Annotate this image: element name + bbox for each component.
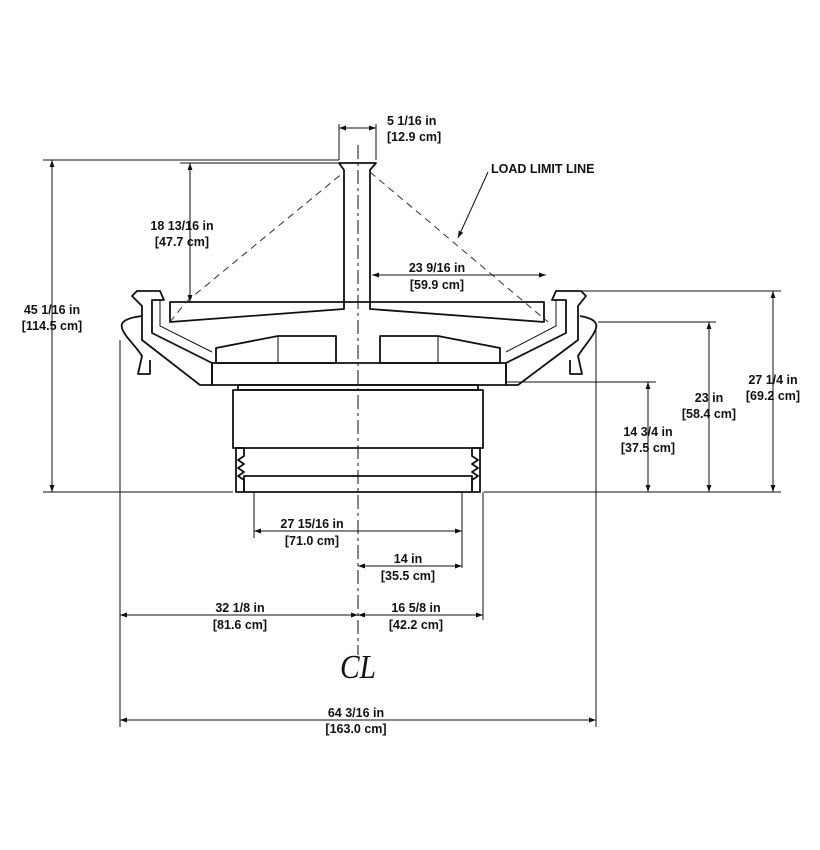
main-drum	[232, 389, 484, 449]
turntable-body	[120, 162, 598, 493]
overall-width-in: 64 3/16 in	[328, 706, 384, 720]
right-reach-in: 16 5/8 in	[391, 601, 440, 615]
left-latch	[120, 315, 151, 375]
base-height-in: 14 3/4 in	[623, 425, 672, 439]
load-limit-callout: LOAD LIMIT LINE	[491, 162, 594, 176]
load-height-cm: [47.7 cm]	[155, 235, 209, 249]
flange-height-cm: [58.4 cm]	[682, 407, 736, 421]
base-height-cm: [37.5 cm]	[621, 441, 675, 455]
overall-height-in: 45 1/16 in	[24, 303, 80, 317]
dimension-lines	[49, 125, 776, 723]
center-tray	[215, 335, 337, 364]
hub-width-cm: [12.9 cm]	[387, 130, 441, 144]
inner-radius-cm: [35.5 cm]	[381, 569, 435, 583]
dimension-labels: 5 1/16 in [12.9 cm] LOAD LIMIT LINE 18 1…	[22, 114, 800, 736]
load-height-in: 18 13/16 in	[150, 219, 213, 233]
inner-radius-in: 14 in	[394, 552, 423, 566]
platter-plate	[211, 362, 507, 386]
load-limit-lines	[169, 171, 549, 323]
right-rim	[505, 290, 587, 386]
load-radius-cm: [59.9 cm]	[410, 278, 464, 292]
centerline-symbol: CL	[340, 649, 376, 686]
left-reach-cm: [81.6 cm]	[213, 618, 267, 632]
overall-width-cm: [163.0 cm]	[325, 722, 386, 736]
load-radius-in: 23 9/16 in	[409, 261, 465, 275]
right-latch	[569, 315, 598, 375]
overall-height-cm: [114.5 cm]	[22, 319, 82, 333]
right-thread	[471, 447, 481, 493]
inner-diameter-cm: [71.0 cm]	[285, 534, 339, 548]
left-deck	[169, 301, 345, 323]
left-thread	[235, 447, 245, 493]
left-rim	[131, 290, 213, 386]
left-reach-in: 32 1/8 in	[215, 601, 264, 615]
flange-height-in: 23 in	[695, 391, 724, 405]
centerline-symbol-text: CL	[340, 649, 376, 686]
rim-height-in: 27 1/4 in	[748, 373, 797, 387]
inner-diameter-in: 27 15/16 in	[280, 517, 343, 531]
rim-height-cm: [69.2 cm]	[746, 389, 800, 403]
right-deck	[369, 301, 545, 323]
base-plate	[243, 475, 473, 493]
hub-width-in: 5 1/16 in	[387, 114, 436, 128]
load-limit-leader	[457, 171, 489, 239]
right-reach-cm: [42.2 cm]	[389, 618, 443, 632]
